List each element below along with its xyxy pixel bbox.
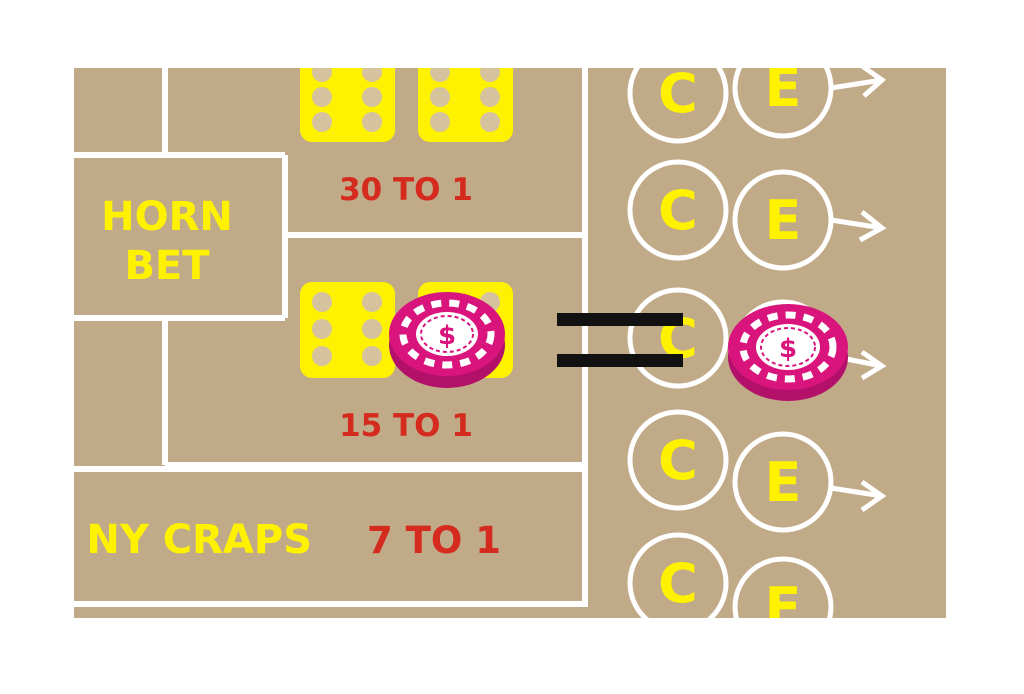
ce-bet-column[interactable]: C E C E C bbox=[627, 68, 887, 618]
craps-bet-c[interactable]: C bbox=[658, 68, 698, 125]
chip-icon[interactable]: $ bbox=[728, 304, 848, 401]
payout-30-to-1: 30 TO 1 bbox=[339, 172, 473, 208]
payout-7-to-1: 7 TO 1 bbox=[367, 519, 501, 562]
horn-bet-line2: BET bbox=[124, 243, 210, 289]
eleven-bet-e[interactable]: E bbox=[765, 451, 802, 514]
die-six-icon bbox=[300, 282, 395, 378]
chip-symbol: $ bbox=[438, 321, 456, 351]
horn-bet-line1: HORN bbox=[101, 194, 233, 240]
eleven-bet-e[interactable]: E bbox=[765, 576, 802, 618]
ce-row[interactable]: C E bbox=[627, 409, 887, 533]
grid-lines bbox=[74, 68, 588, 607]
eleven-bet-e[interactable]: E bbox=[765, 68, 802, 119]
ce-row[interactable]: C E bbox=[627, 68, 887, 144]
craps-table: HORN BET 30 TO 1 bbox=[74, 68, 946, 618]
craps-layout: HORN BET 30 TO 1 bbox=[74, 68, 946, 618]
craps-bet-c[interactable]: C bbox=[658, 552, 698, 615]
chip-icon[interactable]: $ bbox=[389, 292, 505, 388]
ce-row[interactable]: C E bbox=[627, 159, 887, 271]
equals-icon bbox=[557, 313, 683, 367]
die-six-icon bbox=[418, 68, 513, 142]
arrow-right-icon bbox=[830, 210, 887, 243]
chip-symbol: $ bbox=[779, 334, 797, 364]
arrow-right-icon bbox=[830, 68, 887, 98]
craps-bet-c[interactable]: C bbox=[658, 179, 698, 242]
any-craps-label: NY CRAPS bbox=[86, 517, 312, 563]
craps-bet-c[interactable]: C bbox=[658, 429, 698, 492]
ce-row[interactable]: C E bbox=[627, 532, 834, 618]
die-six-icon bbox=[300, 68, 395, 142]
arrow-right-icon bbox=[830, 479, 887, 513]
eleven-bet-e[interactable]: E bbox=[765, 189, 802, 252]
payout-15-to-1: 15 TO 1 bbox=[339, 408, 473, 444]
